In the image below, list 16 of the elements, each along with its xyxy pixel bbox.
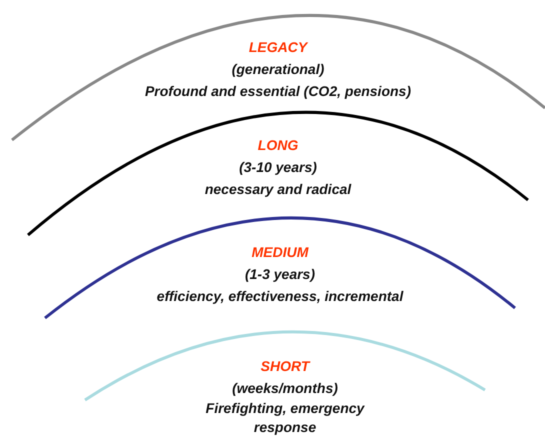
- arc-band: [10, 14, 545, 142]
- band-title: LEGACY: [248, 38, 308, 57]
- band-title: SHORT: [260, 357, 310, 376]
- description-text: necessary and radical: [204, 180, 352, 199]
- arc-band: [83, 330, 487, 437]
- time-span-text: (3-10 years): [239, 158, 317, 177]
- arc-band: [26, 111, 530, 237]
- description-text: Firefighting, emergency response: [204, 399, 366, 437]
- description-text: efficiency, effectiveness, incremental: [156, 287, 404, 306]
- time-span-text: (1-3 years): [244, 265, 316, 284]
- band-title: LONG: [258, 136, 298, 155]
- description-text: Profound and essential (CO2, pensions): [144, 82, 412, 101]
- time-span-text: (weeks/months): [232, 379, 338, 398]
- arc-band: [43, 216, 517, 320]
- time-span-text: (generational): [232, 60, 324, 79]
- band-title: MEDIUM: [252, 243, 308, 262]
